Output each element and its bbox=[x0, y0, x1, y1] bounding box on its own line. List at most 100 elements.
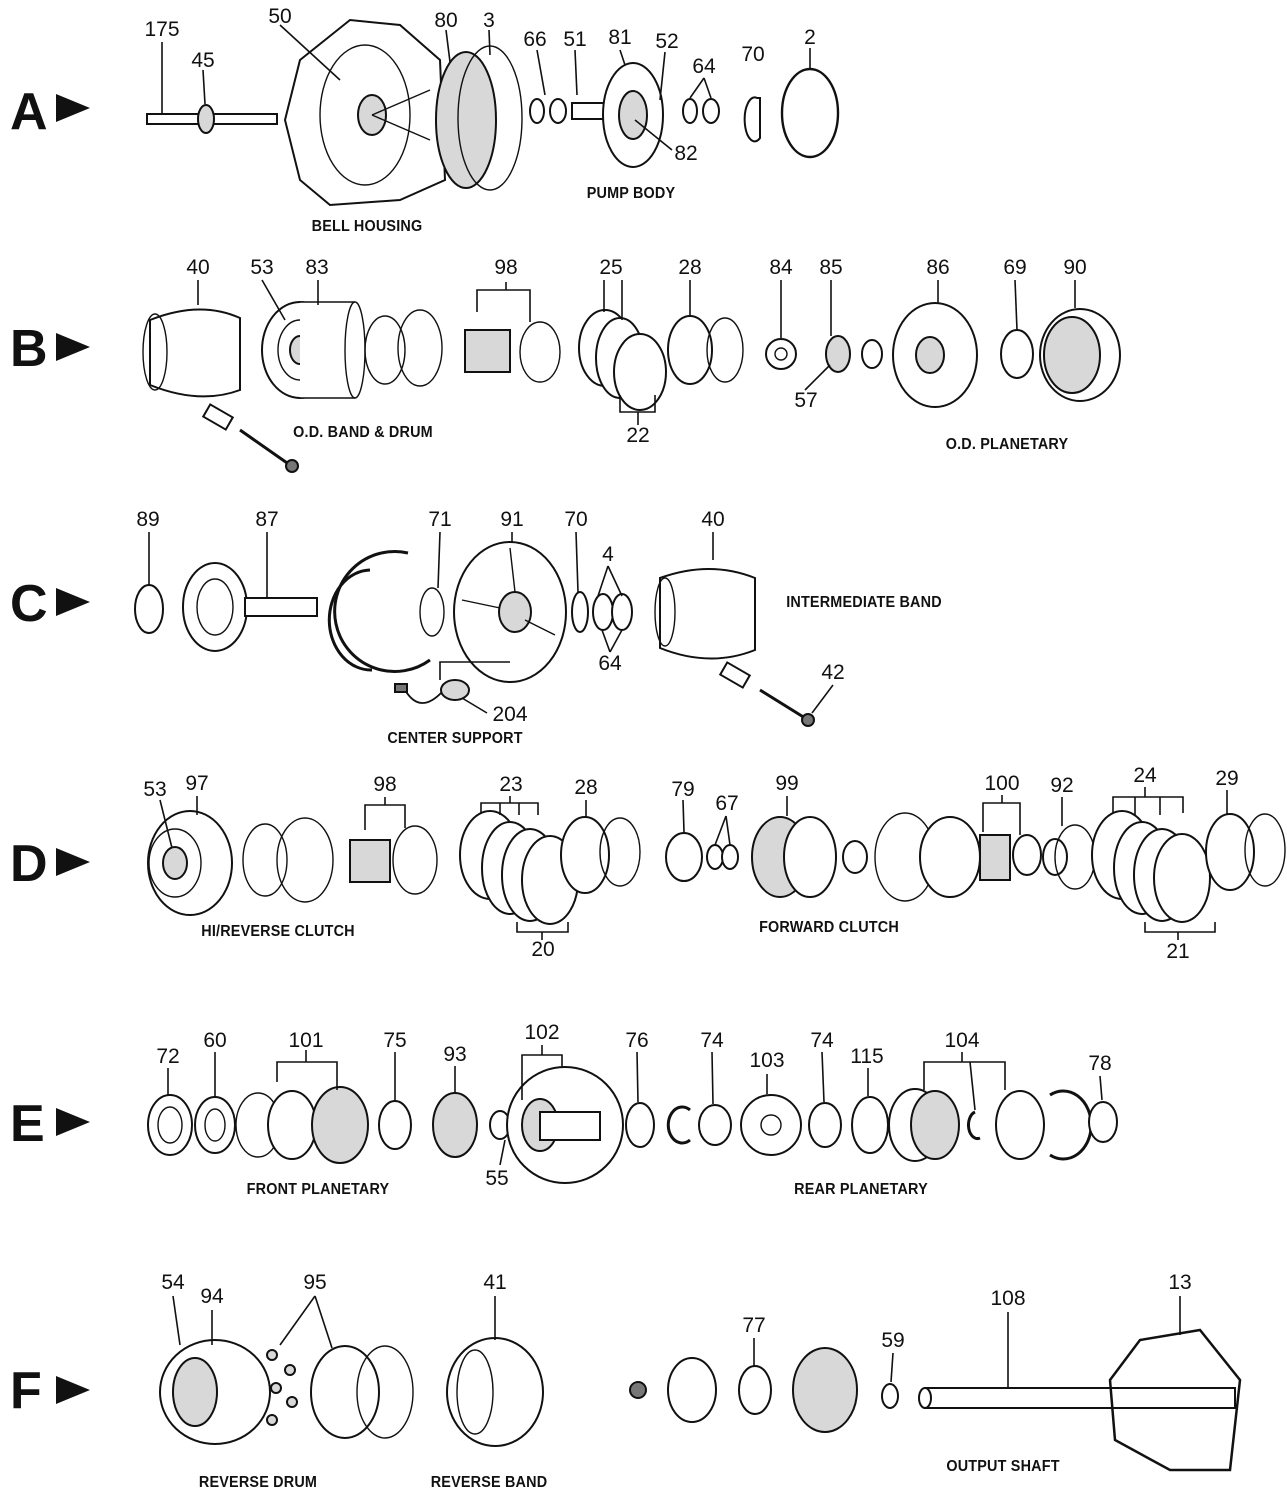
caption-forward-clutch: FORWARD CLUTCH bbox=[759, 919, 899, 936]
callout-number: 57 bbox=[794, 389, 818, 412]
callout-number: 40 bbox=[186, 256, 210, 279]
callout-number: 99 bbox=[775, 772, 799, 795]
caption-intermediate-band: INTERMEDIATE BAND bbox=[786, 594, 942, 611]
callout-number: 76 bbox=[625, 1029, 649, 1052]
row-arrow-a-icon bbox=[56, 94, 90, 122]
row-arrow-e-icon bbox=[56, 1108, 90, 1136]
callout-number: 75 bbox=[383, 1029, 407, 1052]
callout-number: 23 bbox=[499, 773, 523, 796]
caption-reverse-band: REVERSE BAND bbox=[430, 1474, 548, 1491]
callout-number: 95 bbox=[303, 1271, 327, 1294]
callout-number: 29 bbox=[1215, 767, 1239, 790]
row-letter-f: F bbox=[10, 1362, 42, 1420]
callout-number: 4 bbox=[602, 543, 614, 566]
callout-number: 85 bbox=[819, 256, 843, 279]
callout-number: 102 bbox=[524, 1021, 560, 1044]
row-d-parts bbox=[147, 810, 1286, 925]
row-arrow-d-icon bbox=[56, 848, 90, 876]
callout-number: 20 bbox=[531, 938, 555, 961]
row-letter-e: E bbox=[10, 1095, 45, 1153]
callout-number: 41 bbox=[483, 1271, 507, 1294]
callout-number: 84 bbox=[769, 256, 793, 279]
row-a-parts bbox=[146, 18, 840, 207]
callout-number: 3 bbox=[483, 9, 495, 32]
callout-number: 66 bbox=[523, 28, 547, 51]
callout-number: 77 bbox=[742, 1314, 766, 1337]
callout-number: 100 bbox=[984, 772, 1020, 795]
callout-number: 97 bbox=[185, 772, 209, 795]
callout-number: 40 bbox=[701, 508, 725, 531]
callout-number: 42 bbox=[821, 661, 845, 684]
row-letter-d: D bbox=[10, 835, 48, 893]
callout-number: 55 bbox=[485, 1167, 509, 1190]
callout-number: 108 bbox=[990, 1287, 1026, 1310]
callout-number: 28 bbox=[678, 256, 702, 279]
callout-number: 204 bbox=[492, 703, 528, 726]
callout-number: 24 bbox=[1133, 764, 1157, 787]
callout-number: 50 bbox=[268, 5, 292, 28]
caption-bell-housing: BELL HOUSING bbox=[311, 218, 423, 235]
callout-number: 79 bbox=[671, 778, 695, 801]
caption-od-planetary: O.D. PLANETARY bbox=[945, 436, 1069, 453]
callout-number: 71 bbox=[428, 508, 452, 531]
callout-number: 87 bbox=[255, 508, 279, 531]
callout-number: 98 bbox=[494, 256, 518, 279]
row-e-parts bbox=[147, 1066, 1118, 1184]
callout-number: 67 bbox=[715, 792, 739, 815]
caption-hi-reverse-clutch: HI/REVERSE CLUTCH bbox=[201, 923, 355, 940]
row-b-parts bbox=[142, 301, 1121, 473]
row-letter-c: C bbox=[10, 575, 48, 633]
callout-number: 175 bbox=[144, 18, 180, 41]
callout-number: 82 bbox=[674, 142, 698, 165]
callout-number: 28 bbox=[574, 776, 598, 799]
callout-number: 104 bbox=[944, 1029, 980, 1052]
callout-number: 81 bbox=[608, 26, 632, 49]
row-c-parts bbox=[134, 541, 815, 727]
callout-number: 74 bbox=[810, 1029, 834, 1052]
callout-number: 69 bbox=[1003, 256, 1027, 279]
callout-number: 59 bbox=[881, 1329, 905, 1352]
row-arrow-c-icon bbox=[56, 588, 90, 616]
callout-number: 60 bbox=[203, 1029, 227, 1052]
callout-number: 72 bbox=[156, 1045, 180, 1068]
callout-number: 98 bbox=[373, 773, 397, 796]
callout-number: 45 bbox=[191, 49, 215, 72]
callout-number: 64 bbox=[692, 55, 716, 78]
callout-number: 83 bbox=[305, 256, 329, 279]
callout-number: 86 bbox=[926, 256, 950, 279]
callout-number: 74 bbox=[700, 1029, 724, 1052]
row-f-parts bbox=[159, 1328, 1242, 1472]
callout-number: 21 bbox=[1166, 940, 1190, 963]
callout-number: 89 bbox=[136, 508, 160, 531]
callout-number: 22 bbox=[626, 424, 650, 447]
callout-number: 94 bbox=[200, 1285, 224, 1308]
callout-number: 53 bbox=[143, 778, 167, 801]
callout-number: 13 bbox=[1168, 1271, 1192, 1294]
callout-number: 80 bbox=[434, 9, 458, 32]
row-letter-b: B bbox=[10, 320, 48, 378]
callout-number: 93 bbox=[443, 1043, 467, 1066]
callout-number: 70 bbox=[741, 43, 765, 66]
callout-number: 78 bbox=[1088, 1052, 1112, 1075]
callout-number: 54 bbox=[161, 1271, 185, 1294]
caption-reverse-drum: REVERSE DRUM bbox=[198, 1474, 318, 1491]
roller-balls bbox=[266, 1349, 298, 1426]
callout-number: 91 bbox=[500, 508, 524, 531]
row-arrow-f-icon bbox=[56, 1376, 90, 1404]
callout-number: 101 bbox=[288, 1029, 324, 1052]
callout-number: 52 bbox=[655, 30, 679, 53]
callout-number: 2 bbox=[804, 26, 816, 49]
caption-front-planetary: FRONT PLANETARY bbox=[246, 1181, 390, 1198]
callout-number: 103 bbox=[749, 1049, 785, 1072]
caption-rear-planetary: REAR PLANETARY bbox=[794, 1181, 928, 1198]
callout-number: 92 bbox=[1050, 774, 1074, 797]
callout-number: 53 bbox=[250, 256, 274, 279]
caption-center-support: CENTER SUPPORT bbox=[387, 730, 523, 747]
caption-od-band-drum: O.D. BAND & DRUM bbox=[293, 424, 433, 441]
callout-number: 115 bbox=[850, 1045, 884, 1068]
row-arrow-b-icon bbox=[56, 333, 90, 361]
callout-number: 25 bbox=[599, 256, 623, 279]
row-letter-a: A bbox=[10, 83, 48, 141]
